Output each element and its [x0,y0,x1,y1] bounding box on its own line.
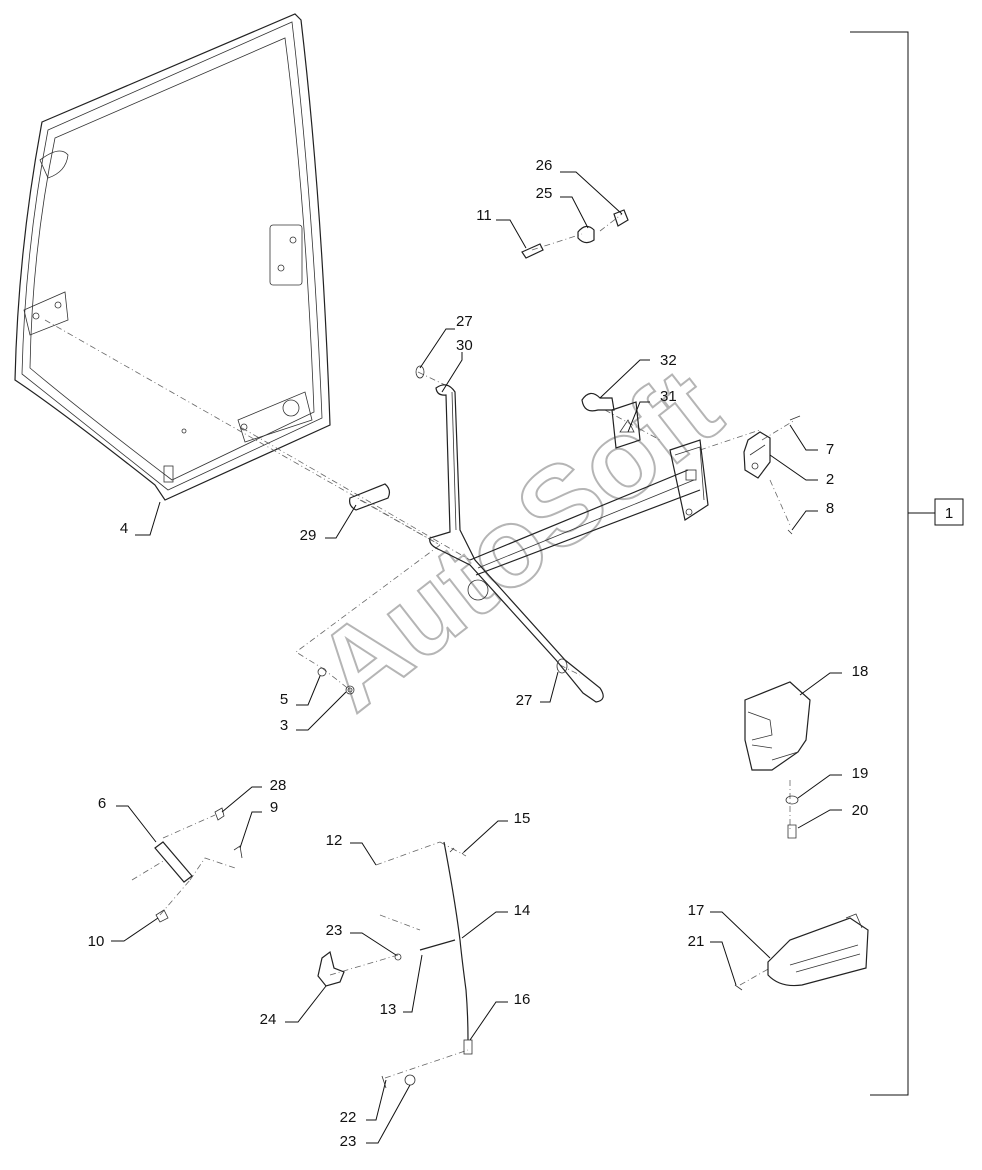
callout-19: 19 [852,765,869,782]
callout-5: 5 [280,691,288,708]
callout-16: 16 [514,991,531,1008]
callout-26: 26 [536,157,553,174]
callout-6: 6 [98,795,106,812]
assembly-ref-label: 1 [945,505,953,522]
callout-labels: 26 25 11 27 30 32 31 7 2 8 4 29 5 3 27 1… [88,157,869,1150]
callout-14: 14 [514,902,531,919]
callout-23-lower: 23 [340,1133,357,1150]
callout-22: 22 [340,1109,357,1126]
latch-mechanism [743,415,801,535]
callout-8: 8 [826,500,834,517]
callout-27-bottom: 27 [516,692,533,709]
callout-18: 18 [852,663,869,680]
callout-15: 15 [514,810,531,827]
callout-4: 4 [120,520,128,537]
callout-21: 21 [688,933,705,950]
callout-3: 3 [280,717,288,734]
release-linkage [317,841,473,1089]
door-frame-assembly [429,384,709,703]
callout-30: 30 [456,337,473,354]
callout-24: 24 [260,1011,277,1028]
callout-27-top: 27 [456,313,473,330]
callout-7: 7 [826,441,834,458]
callout-11: 11 [476,207,492,224]
assembly-bracket [850,31,964,1096]
plate-29 [349,483,391,511]
assembly-lines [44,213,796,1079]
callout-17: 17 [688,902,705,919]
callout-31: 31 [660,388,677,405]
callout-10: 10 [88,933,105,950]
callout-32: 32 [660,352,677,369]
callout-13: 13 [380,1001,397,1018]
door-panel [14,13,331,501]
cover-18 [744,681,811,839]
cover-17 [734,913,869,991]
hinge-parts [521,209,629,259]
callout-28: 28 [270,777,287,794]
latch-plate [581,392,641,449]
fasteners [317,365,568,695]
callout-2: 2 [826,471,834,488]
leader-lines [111,171,842,1144]
callout-12: 12 [326,832,343,849]
callout-9: 9 [270,799,278,816]
callout-23-upper: 23 [326,922,343,939]
gas-strut [154,807,243,923]
callout-25: 25 [536,185,553,202]
callout-20: 20 [852,802,869,819]
callout-29: 29 [300,527,317,544]
